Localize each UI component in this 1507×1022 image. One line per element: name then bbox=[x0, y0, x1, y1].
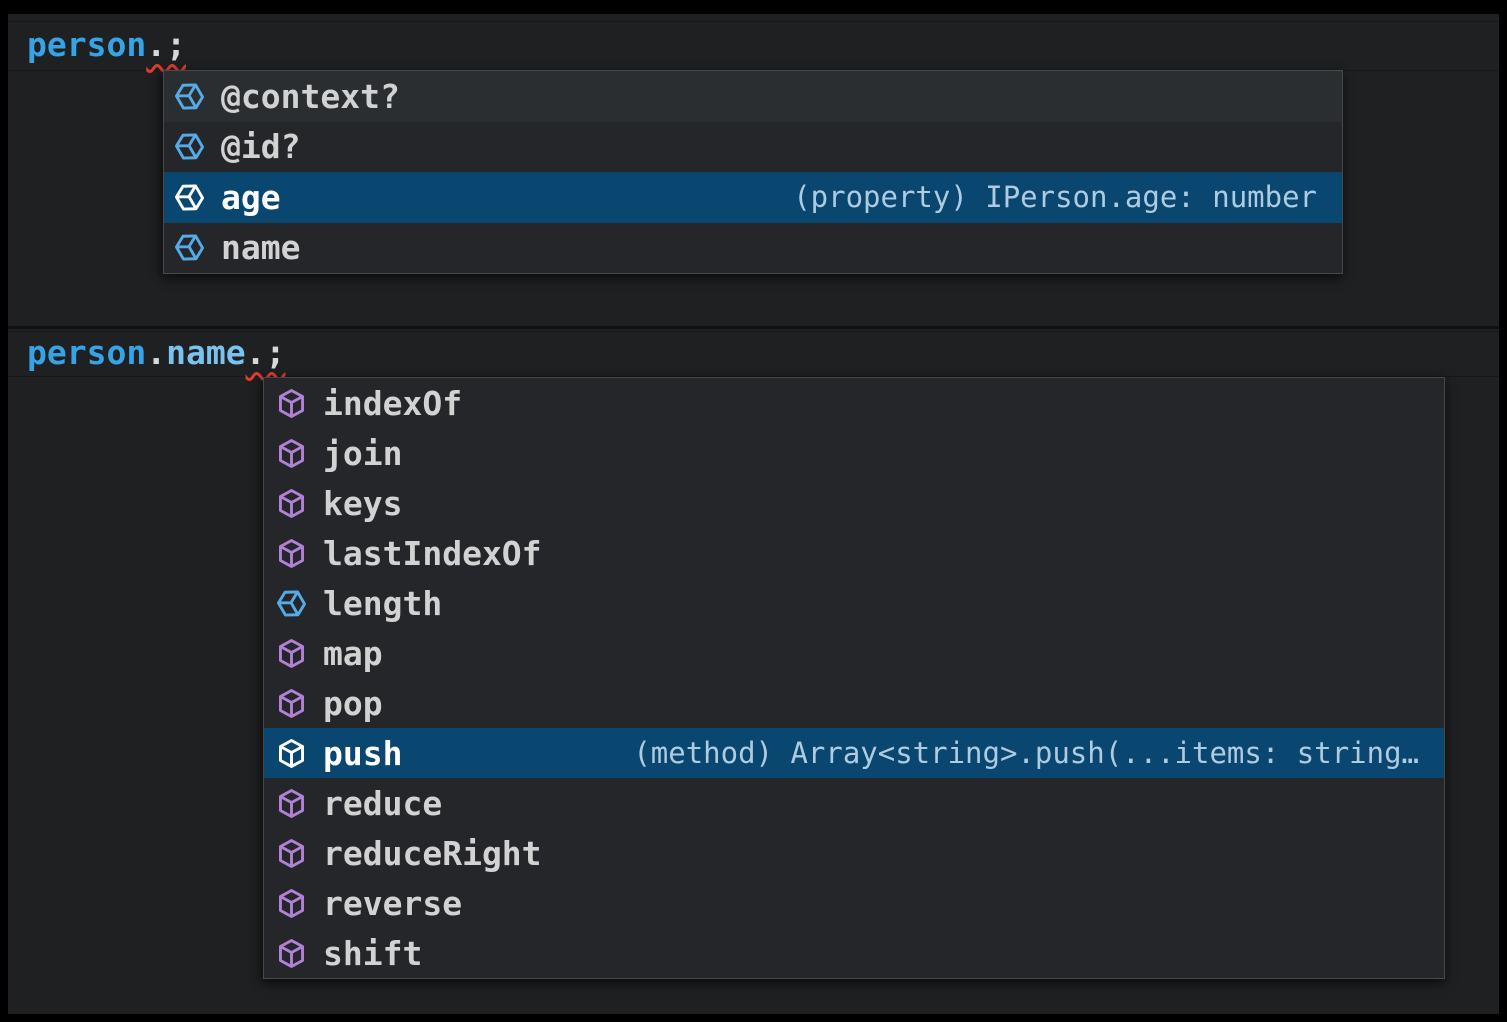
suggestion-list: @context? @id? age (property) IPerson.age: … bbox=[164, 71, 1342, 273]
suggestion-detail: (method) Array<string>.push(...items: st… bbox=[633, 736, 1419, 770]
suggestion-label: reduceRight bbox=[323, 833, 542, 873]
symbol-field-icon bbox=[174, 81, 205, 112]
suggestion-item[interactable]: push (method) Array<string>.push(...items… bbox=[264, 728, 1444, 778]
suggest-widget-person-name: indexOf join keys lastIndexOf length map pop pu… bbox=[263, 377, 1445, 979]
code-token-property: name bbox=[166, 333, 246, 372]
suggestion-label: name bbox=[221, 228, 301, 268]
code-token-variable: person bbox=[27, 25, 147, 64]
suggestion-label: map bbox=[323, 633, 383, 673]
suggestion-item[interactable]: lastIndexOf bbox=[264, 528, 1444, 578]
suggestion-item[interactable]: name bbox=[164, 223, 1342, 274]
suggestion-item[interactable]: reduceRight bbox=[264, 828, 1444, 878]
code-editor[interactable]: person.; @context? @id? age (property) IPer… bbox=[8, 14, 1499, 1014]
symbol-method-icon bbox=[276, 488, 307, 519]
symbol-method-icon bbox=[276, 838, 307, 869]
suggestion-item[interactable]: keys bbox=[264, 478, 1444, 528]
code-line-person[interactable]: person.; bbox=[27, 21, 186, 69]
suggestion-detail: (property) IPerson.age: number bbox=[793, 180, 1317, 215]
code-token-error-squiggle: .; bbox=[146, 25, 186, 64]
symbol-method-icon bbox=[276, 688, 307, 719]
suggestion-label: shift bbox=[323, 933, 423, 973]
symbol-method-icon bbox=[276, 538, 307, 569]
code-line-person-name[interactable]: person.name.; bbox=[27, 331, 285, 375]
symbol-field-icon bbox=[174, 182, 205, 213]
symbol-field-icon bbox=[174, 232, 205, 263]
suggestion-item[interactable]: join bbox=[264, 428, 1444, 478]
symbol-field-icon bbox=[174, 131, 205, 162]
code-token-punctuation: . bbox=[146, 333, 167, 372]
current-line-highlight bbox=[8, 331, 1499, 377]
suggestion-item[interactable]: length bbox=[264, 578, 1444, 628]
suggestion-label: pop bbox=[323, 683, 383, 723]
suggestion-label: length bbox=[323, 583, 443, 623]
suggestion-label: push bbox=[323, 733, 403, 773]
suggestion-item[interactable]: @id? bbox=[164, 122, 1342, 173]
symbol-method-icon bbox=[276, 788, 307, 819]
suggestion-item[interactable]: shift bbox=[264, 928, 1444, 978]
suggestion-item[interactable]: pop bbox=[264, 678, 1444, 728]
suggestion-item[interactable]: @context? bbox=[164, 71, 1342, 122]
suggestion-label: indexOf bbox=[323, 383, 463, 423]
symbol-method-icon bbox=[276, 888, 307, 919]
suggestion-label: join bbox=[323, 433, 403, 473]
suggestion-label: @id? bbox=[221, 127, 301, 167]
suggestion-label: reduce bbox=[323, 783, 443, 823]
suggestion-item[interactable]: indexOf bbox=[264, 378, 1444, 428]
suggestion-label: lastIndexOf bbox=[323, 533, 542, 573]
suggestion-label: reverse bbox=[323, 883, 463, 923]
suggestion-label: keys bbox=[323, 483, 403, 523]
current-line-highlight bbox=[8, 21, 1499, 71]
symbol-method-icon bbox=[276, 388, 307, 419]
suggestion-label: age bbox=[221, 177, 281, 217]
symbol-method-icon bbox=[276, 638, 307, 669]
code-token-variable: person bbox=[27, 333, 147, 372]
suggestion-item[interactable]: map bbox=[264, 628, 1444, 678]
screenshot-seam-divider bbox=[8, 326, 1499, 329]
symbol-method-icon bbox=[276, 938, 307, 969]
suggestion-item[interactable]: reverse bbox=[264, 878, 1444, 928]
suggestion-item[interactable]: reduce bbox=[264, 778, 1444, 828]
suggestion-item[interactable]: age (property) IPerson.age: number bbox=[164, 172, 1342, 223]
suggestion-list: indexOf join keys lastIndexOf length map pop pu… bbox=[264, 378, 1444, 978]
symbol-field-icon bbox=[276, 588, 307, 619]
suggest-widget-person: @context? @id? age (property) IPerson.age: … bbox=[163, 70, 1343, 274]
symbol-method-icon bbox=[276, 738, 307, 769]
code-token-error-squiggle: .; bbox=[245, 333, 286, 372]
suggestion-label: @context? bbox=[221, 76, 400, 116]
symbol-method-icon bbox=[276, 438, 307, 469]
